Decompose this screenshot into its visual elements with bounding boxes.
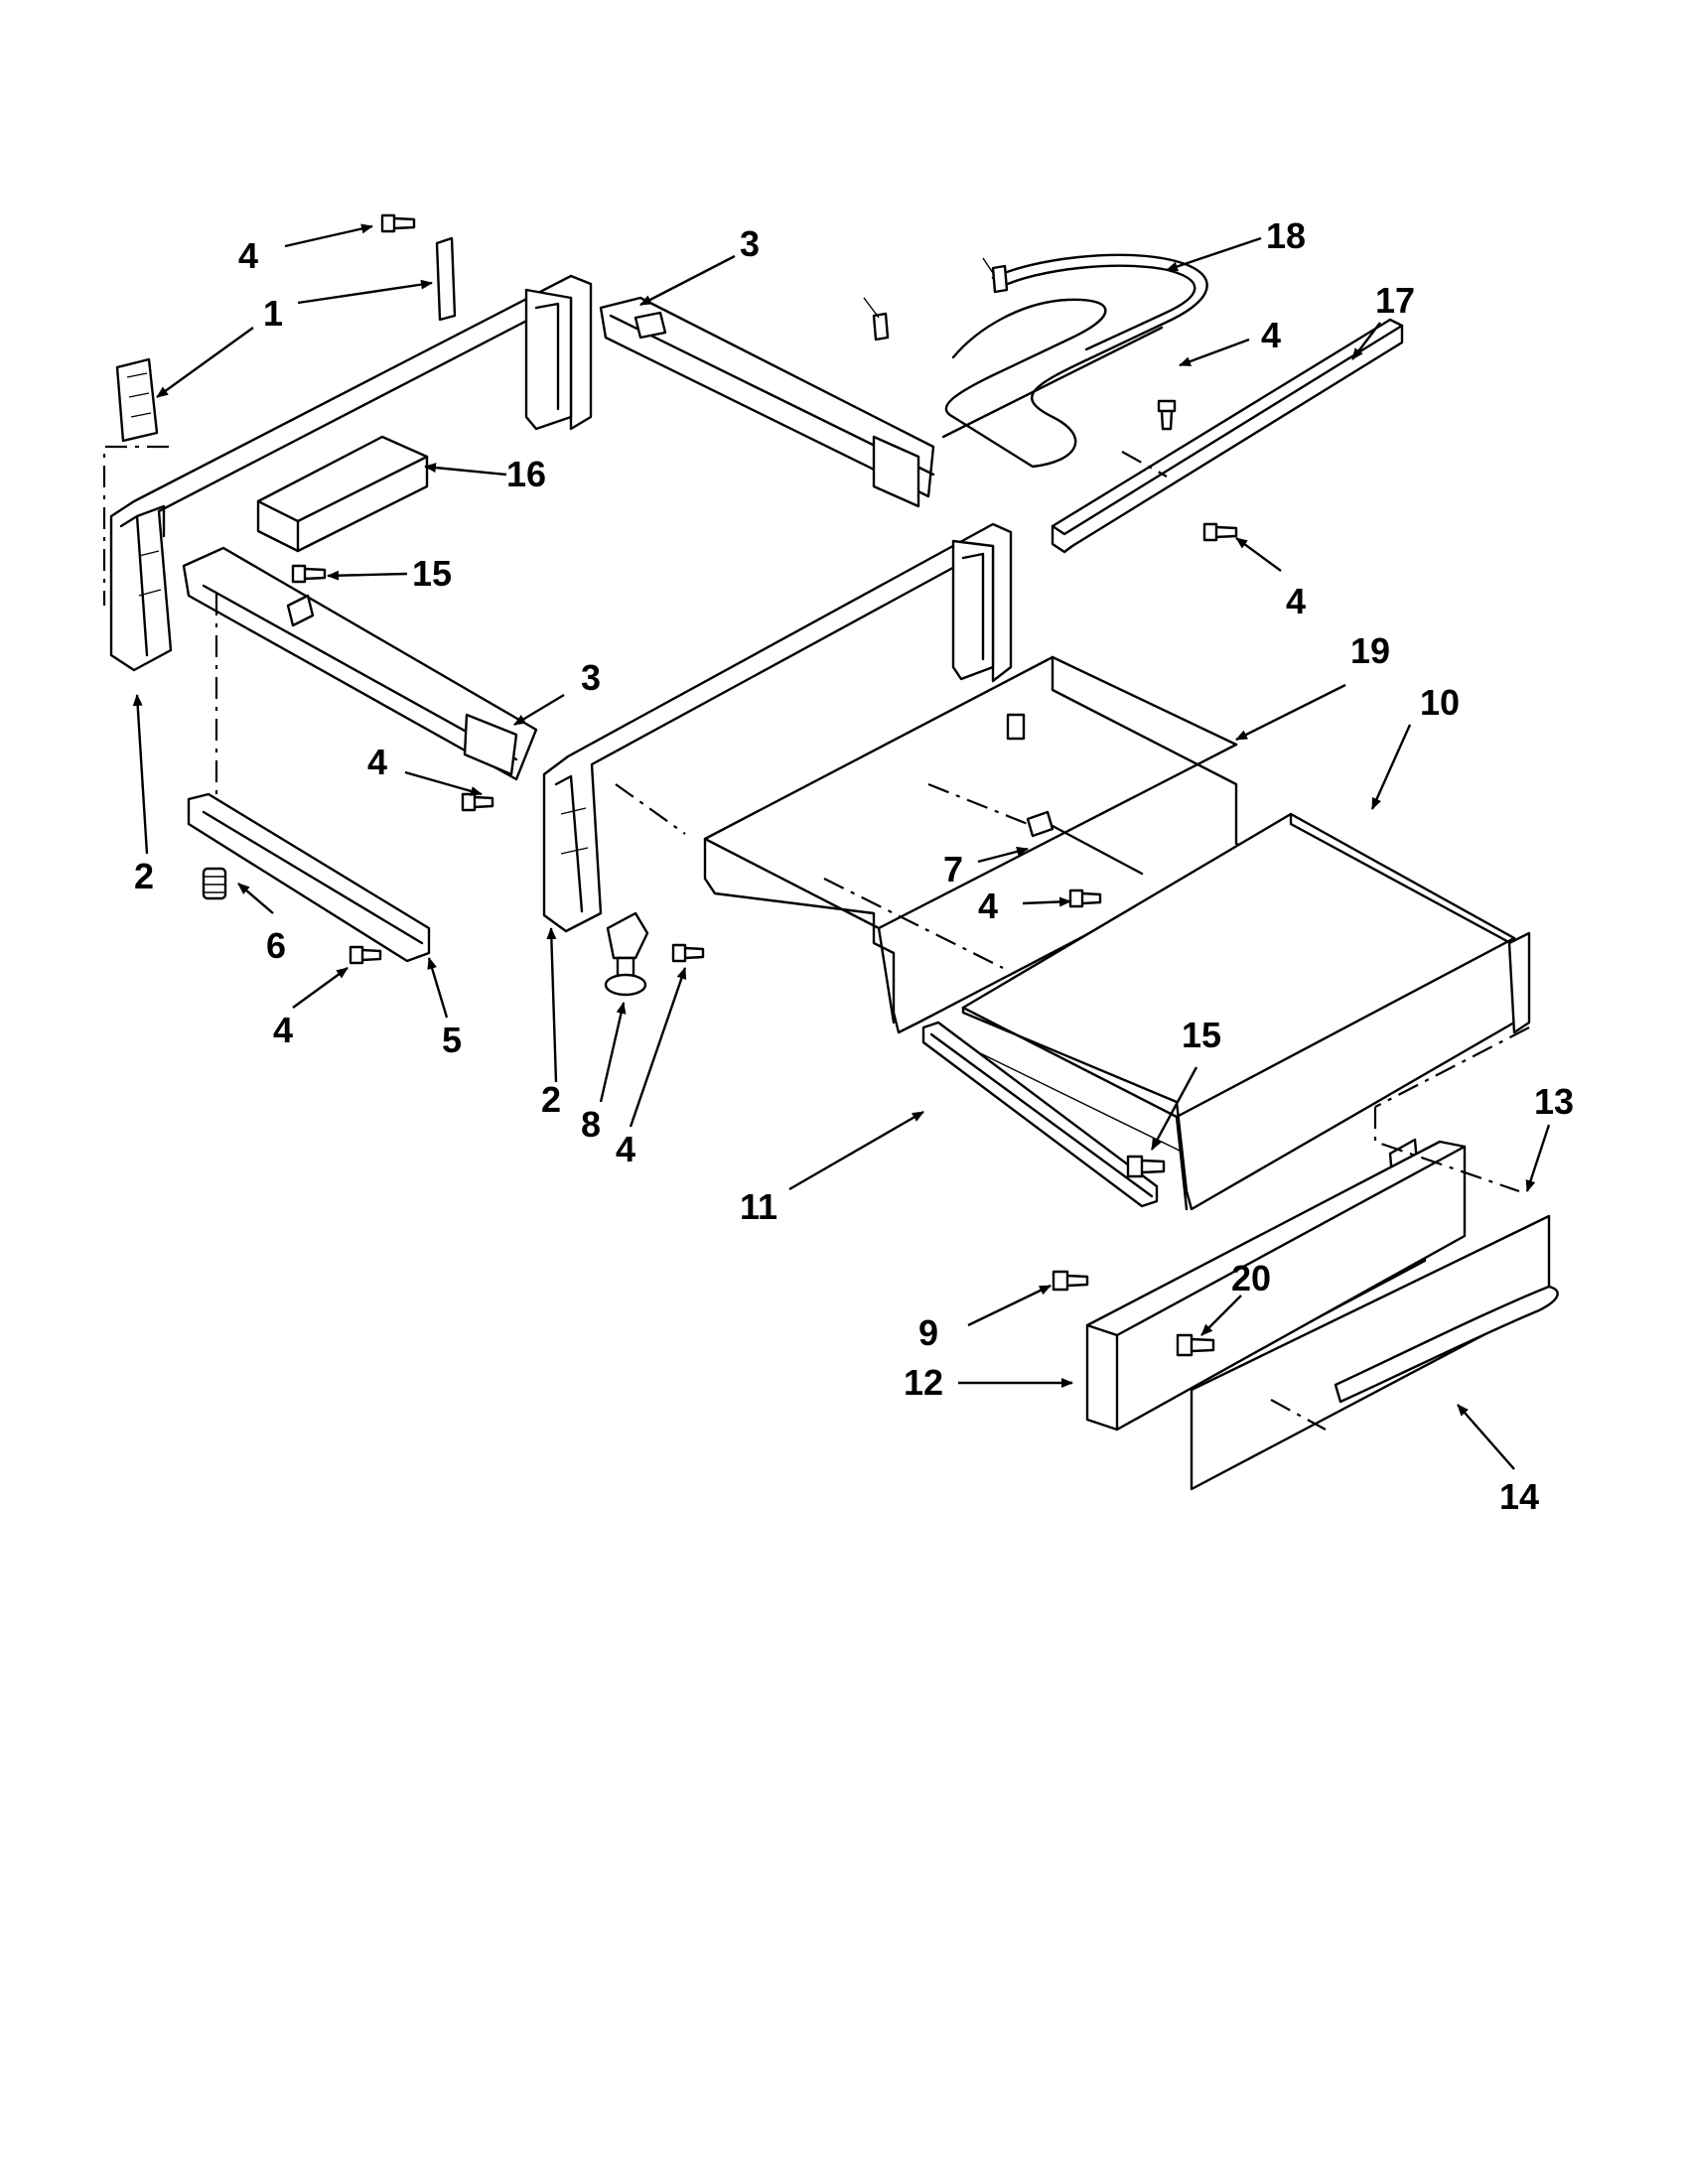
callout-13: 13 [1534,1081,1574,1122]
callout-12: 12 [904,1362,943,1403]
screw-4-top-left [380,213,416,233]
callout-4: 4 [1261,315,1281,355]
part-12-drawer-front [1085,1140,1467,1432]
screw-4-strip [1202,522,1238,542]
part-18-element [863,253,1208,469]
callout-15: 15 [412,553,452,594]
part-10-drawer [961,812,1531,1211]
callout-4: 4 [273,1010,293,1050]
callout-8: 8 [581,1104,601,1145]
callout-20: 20 [1231,1258,1271,1298]
callout-14: 14 [1499,1476,1539,1517]
callout-2: 2 [541,1079,561,1120]
screw-15-drawer [1126,1155,1166,1178]
screws [291,213,1238,1357]
callout-3: 3 [581,657,601,698]
screw-4-front-channel [461,792,494,812]
part-6-bumper [202,867,227,900]
screw-4-sensor [1068,888,1102,908]
part-3-rear-channel [599,296,935,508]
callout-4: 4 [238,235,258,276]
callout-10: 10 [1420,682,1460,723]
callout-1: 1 [263,293,283,334]
part-8-leveling-leg [604,911,649,997]
callout-2: 2 [134,856,154,896]
callout-4: 4 [616,1129,635,1169]
part-2-right-side-frame [542,522,1013,933]
screw-20 [1176,1333,1215,1357]
part-17-bracket-strip [1051,318,1404,554]
callout-4: 4 [978,886,998,926]
part-11-drawer-slide [921,1021,1159,1208]
callout-15: 15 [1182,1015,1221,1055]
callout-labels: 4 1 3 18 17 4 16 15 4 3 19 10 4 2 6 7 4 … [134,215,1574,1517]
callout-3: 3 [740,223,760,264]
callout-18: 18 [1266,215,1306,256]
callout-19: 19 [1350,630,1390,671]
callout-11: 11 [740,1186,777,1227]
callout-4: 4 [367,742,387,782]
screw-9 [1052,1270,1089,1292]
part-14-handle [1190,1214,1559,1491]
part-2-left-side-frame [109,274,593,672]
screw-4-leg [671,943,705,963]
callout-16: 16 [506,454,546,494]
part-3-front-channel [182,546,538,781]
callout-5: 5 [442,1020,462,1060]
screw-4-element [1157,399,1177,431]
screw-4-rail [349,945,382,965]
leader-arrows [132,223,1551,1470]
part-19-drawer-housing [703,655,1253,1034]
alignment-lines [102,445,1530,1431]
part-5-slide-rail [187,792,431,963]
part-16-shield [256,435,429,553]
callout-9: 9 [918,1312,938,1353]
callout-4: 4 [1286,581,1306,621]
screw-15-top [291,564,327,584]
part-1-bracket [115,236,457,443]
callout-6: 6 [266,925,286,966]
callout-7: 7 [943,849,963,889]
callout-17: 17 [1375,280,1415,321]
part-7-sensor [1026,810,1144,876]
